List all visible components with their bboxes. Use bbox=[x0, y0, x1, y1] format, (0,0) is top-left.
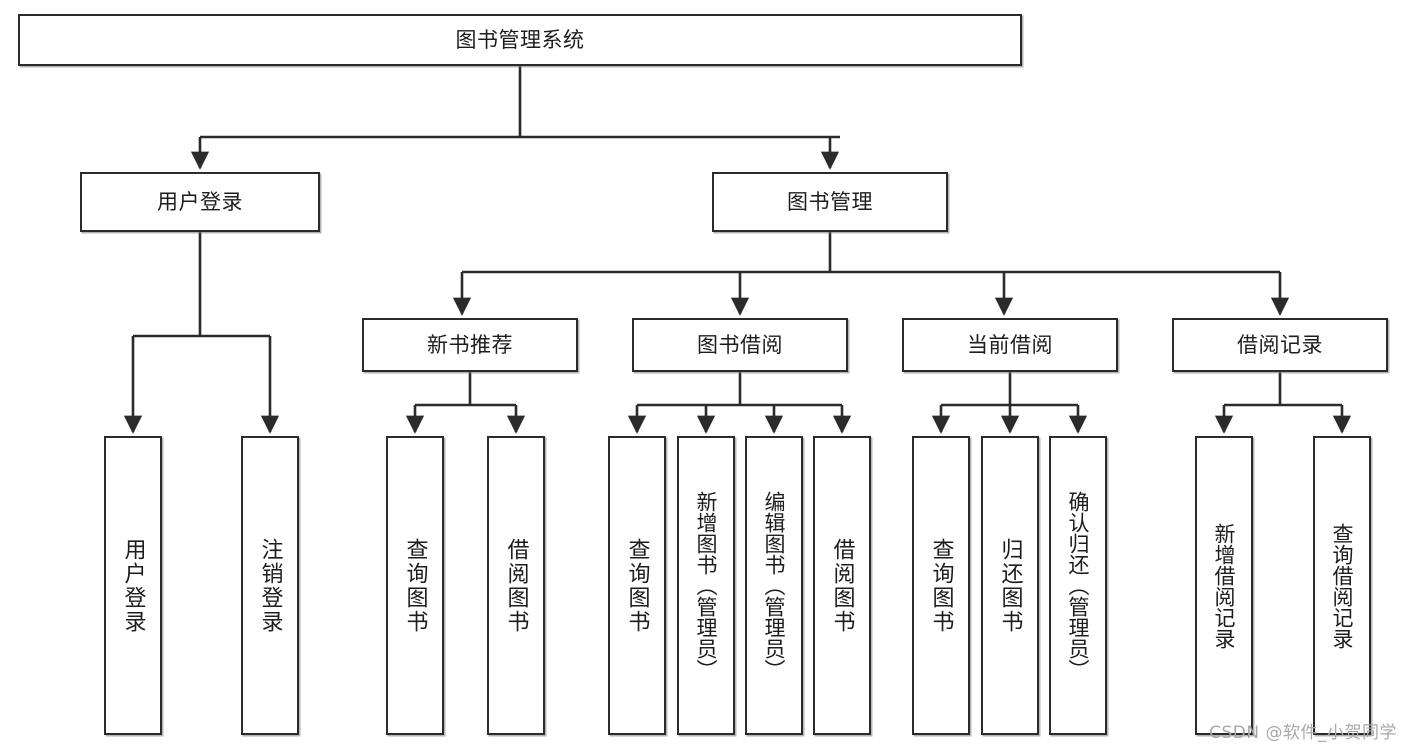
leaf-user-login-login[interactable]: 用户登录 bbox=[104, 436, 162, 735]
node-label: 当前借阅 bbox=[967, 332, 1053, 357]
node-new-book-recommend[interactable]: 新书推荐 bbox=[362, 318, 578, 372]
node-label: 归还图书 bbox=[997, 537, 1023, 634]
node-label: 查询借阅记录 bbox=[1330, 522, 1355, 649]
node-label: 新增图书（管理员） bbox=[694, 491, 719, 680]
node-label: 确认归还（管理员） bbox=[1066, 491, 1091, 680]
node-label: 借阅图书 bbox=[829, 537, 855, 634]
node-user-login[interactable]: 用户登录 bbox=[80, 172, 320, 232]
node-label: 查询图书 bbox=[624, 537, 650, 634]
node-root-book-management-system[interactable]: 图书管理系统 bbox=[18, 14, 1022, 66]
node-book-borrow[interactable]: 图书借阅 bbox=[632, 318, 848, 372]
node-label: 新书推荐 bbox=[427, 332, 513, 357]
leaf-current-borrow-return-book[interactable]: 归还图书 bbox=[981, 436, 1039, 735]
node-label: 查询图书 bbox=[402, 537, 428, 634]
node-label: 图书借阅 bbox=[697, 332, 783, 357]
node-current-borrow[interactable]: 当前借阅 bbox=[902, 318, 1118, 372]
node-label: 用户登录 bbox=[157, 189, 243, 214]
leaf-book-borrow-query-book[interactable]: 查询图书 bbox=[608, 436, 666, 735]
watermark: CSDN @软件_小贺同学 bbox=[1209, 723, 1397, 743]
leaf-borrow-record-add-record[interactable]: 新增借阅记录 bbox=[1195, 436, 1253, 735]
node-label: 图书管理系统 bbox=[455, 27, 585, 52]
leaf-new-book-borrow-book[interactable]: 借阅图书 bbox=[487, 436, 545, 735]
node-label: 图书管理 bbox=[787, 189, 873, 214]
leaf-user-login-logout[interactable]: 注销登录 bbox=[241, 436, 299, 735]
leaf-book-borrow-edit-book-admin[interactable]: 编辑图书（管理员） bbox=[745, 436, 803, 735]
node-label: 借阅记录 bbox=[1237, 332, 1323, 357]
node-label: 查询图书 bbox=[928, 537, 954, 634]
node-label: 新增借阅记录 bbox=[1212, 522, 1237, 649]
node-label: 用户登录 bbox=[120, 537, 146, 634]
leaf-current-borrow-query-book[interactable]: 查询图书 bbox=[912, 436, 970, 735]
node-label: 借阅图书 bbox=[503, 537, 529, 634]
node-label: 注销登录 bbox=[257, 537, 283, 634]
node-borrow-record[interactable]: 借阅记录 bbox=[1172, 318, 1388, 372]
leaf-current-borrow-confirm-return-admin[interactable]: 确认归还（管理员） bbox=[1049, 436, 1107, 735]
node-label: 编辑图书（管理员） bbox=[762, 491, 787, 680]
leaf-borrow-record-query-record[interactable]: 查询借阅记录 bbox=[1313, 436, 1371, 735]
leaf-new-book-query-book[interactable]: 查询图书 bbox=[386, 436, 444, 735]
leaf-book-borrow-borrow-book[interactable]: 借阅图书 bbox=[813, 436, 871, 735]
leaf-book-borrow-add-book-admin[interactable]: 新增图书（管理员） bbox=[677, 436, 735, 735]
node-book-management[interactable]: 图书管理 bbox=[712, 172, 948, 232]
